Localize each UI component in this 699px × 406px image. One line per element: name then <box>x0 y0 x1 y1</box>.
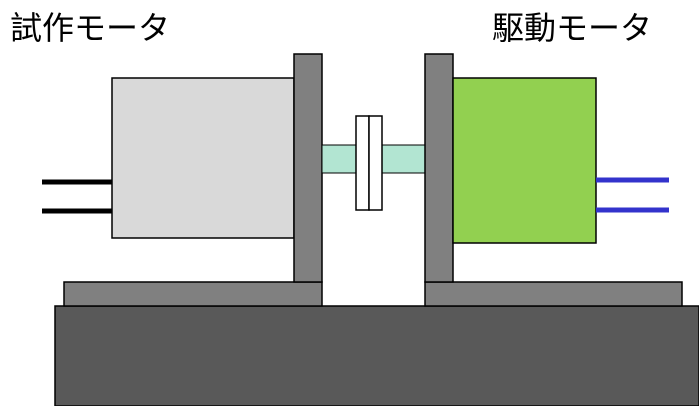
right-support-plate <box>424 53 454 283</box>
drive-motor-shaft <box>381 144 426 174</box>
coupling-half-left <box>355 115 370 211</box>
left-base-plate <box>63 281 323 307</box>
prototype-motor-label: 試作モータ <box>10 9 171 47</box>
right-base-plate <box>424 281 683 307</box>
base-block <box>54 305 699 406</box>
drive-motor-label: 駆動モータ <box>492 9 653 47</box>
coupling-half-right <box>368 115 383 211</box>
prototype-motor-shaft <box>321 144 357 174</box>
drive-motor-body <box>452 77 597 244</box>
prototype-motor-body <box>111 77 295 239</box>
left-support-plate <box>293 53 323 283</box>
